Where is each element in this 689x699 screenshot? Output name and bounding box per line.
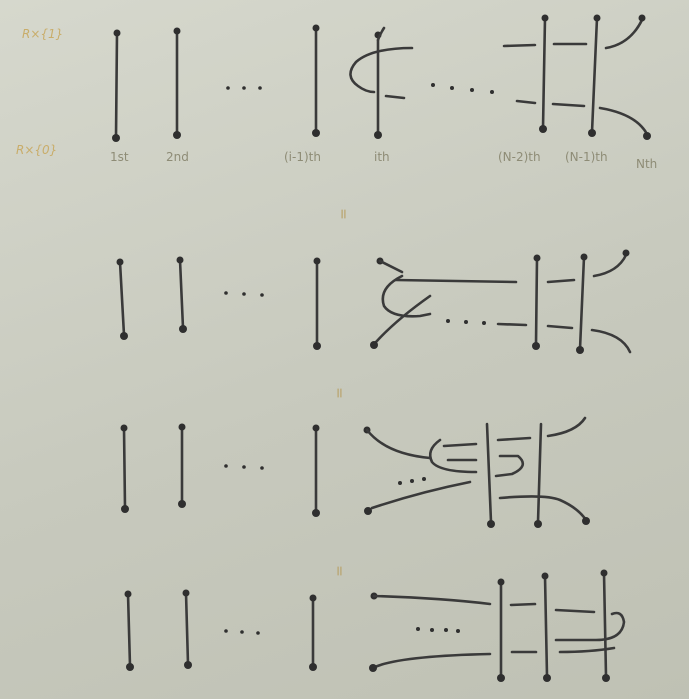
ellipsis (224, 629, 260, 635)
strand-1 (114, 31, 119, 139)
strand-label-i-minus-1: (i-1)th (284, 150, 321, 164)
strand-n-minus-2 (541, 16, 547, 130)
ellipsis (398, 477, 426, 485)
label-top-boundary: R×{1} (22, 27, 64, 41)
strand-1 (122, 426, 127, 510)
ellipsis (431, 83, 494, 94)
braid-row-3 (120, 416, 590, 528)
braid-row-4 (124, 569, 626, 682)
strand-label-n: Nth (636, 157, 658, 171)
strand-2 (184, 591, 190, 666)
ellipsis (226, 86, 262, 90)
strand-label-i: ith (374, 150, 390, 164)
ellipsis (224, 464, 264, 470)
strand-label-2: 2nd (166, 150, 189, 164)
strand-n (602, 571, 608, 678)
strand-n-minus-1 (536, 422, 543, 524)
strand-label-n-minus-2: (N-2)th (498, 150, 541, 164)
strand-n-minus-1 (590, 16, 599, 134)
strand-n-minus-2 (534, 256, 539, 346)
strand-label-n-minus-1: (N-1)th (565, 150, 608, 164)
strand-1 (126, 592, 132, 668)
braid-row-1 (112, 14, 651, 142)
strand-1 (118, 260, 126, 337)
braid-row-2 (116, 249, 632, 354)
strand-n-minus-1 (543, 574, 549, 678)
ellipsis (224, 291, 264, 297)
ellipsis (416, 627, 460, 633)
strand-n-minus-1 (578, 255, 586, 351)
label-bottom-boundary: R×{0} (16, 143, 58, 157)
strand-n-minus-2 (485, 422, 493, 524)
strand-2 (178, 258, 185, 330)
ellipsis (446, 319, 486, 325)
strand-label-1: 1st (110, 150, 129, 164)
